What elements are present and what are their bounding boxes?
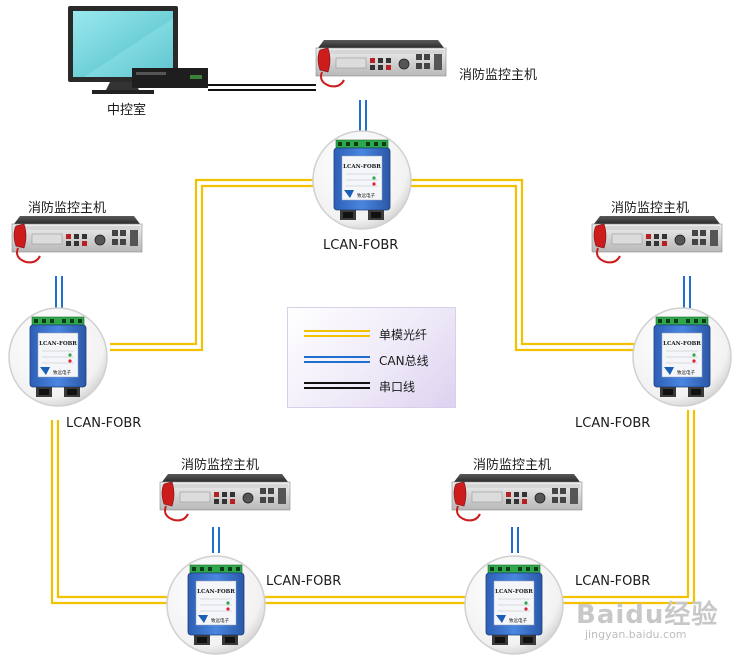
legend-label: 单模光纤 — [379, 328, 428, 342]
legend-item-can: CAN总线 — [288, 350, 455, 370]
fire-monitor-host-left — [11, 215, 143, 264]
baidu-watermark: Baidu经验 — [576, 600, 719, 630]
fiber-swatch — [304, 330, 370, 337]
converter-bottom-left-label: LCAN-FOBR — [266, 574, 342, 589]
legend-item-fiber: 单模光纤 — [288, 324, 455, 344]
can-links — [55, 100, 691, 553]
fire-monitor-host-bottom-left — [159, 473, 291, 522]
can-swatch — [304, 356, 370, 363]
converter-right-label: LCAN-FOBR — [575, 416, 651, 431]
converter-top-label: LCAN-FOBR — [323, 238, 399, 253]
legend-item-serial: 串口线 — [288, 376, 455, 396]
converter-bottom-right-label: LCAN-FOBR — [575, 574, 651, 589]
fire-monitor-host-top — [315, 39, 447, 88]
legend-label: 串口线 — [379, 380, 416, 394]
control-room-label: 中控室 — [107, 103, 147, 118]
fire-monitor-host-bottom-right — [451, 473, 583, 522]
host-bottom-right-label: 消防监控主机 — [473, 458, 552, 473]
fire-monitor-host-right — [591, 215, 723, 264]
serial-swatch — [304, 382, 370, 389]
converter-top — [312, 130, 412, 230]
legend-label: CAN总线 — [379, 354, 429, 368]
converter-left — [8, 307, 108, 407]
host-top-label: 消防监控主机 — [459, 68, 538, 83]
legend: 单模光纤 CAN总线 串口线 — [287, 307, 456, 408]
control-room-computer — [68, 6, 208, 94]
converter-bottom-right — [464, 555, 564, 655]
fiber-links — [50, 178, 696, 605]
converter-left-label: LCAN-FOBR — [66, 416, 142, 431]
monitor-screen — [73, 11, 173, 77]
host-left-label: 消防监控主机 — [28, 201, 107, 216]
host-right-label: 消防监控主机 — [611, 201, 690, 216]
watermark-url: jingyan.baidu.com — [585, 628, 687, 641]
converter-bottom-left — [166, 555, 266, 655]
serial-cable — [208, 84, 316, 91]
converter-right — [632, 307, 732, 407]
host-bottom-left-label: 消防监控主机 — [181, 458, 260, 473]
